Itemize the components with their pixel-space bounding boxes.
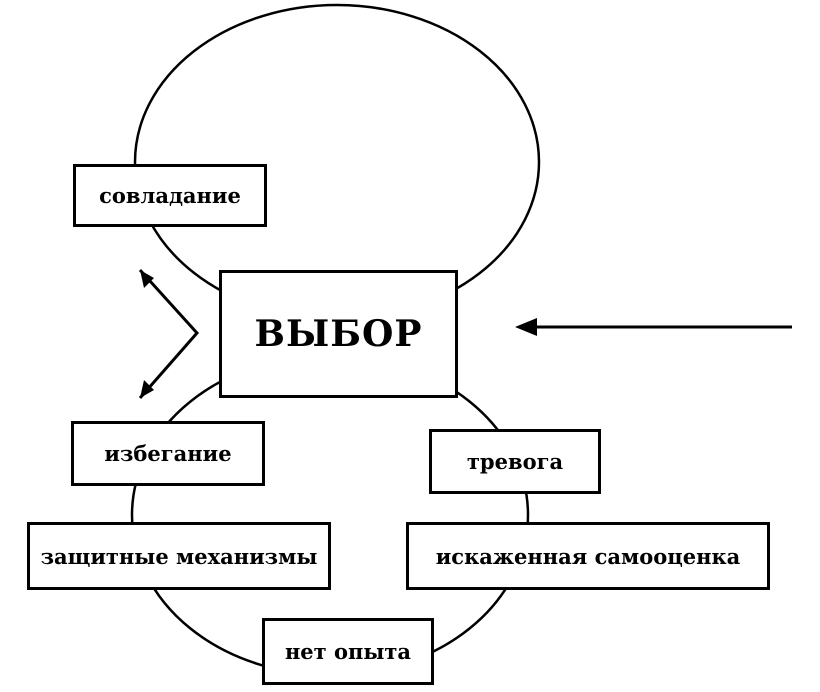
anxiety-box: тревога xyxy=(429,429,601,494)
avoidance-box: избегание xyxy=(71,421,265,486)
arrowhead-up-left xyxy=(140,270,154,288)
defense-mechanisms-box: защитные механизмы xyxy=(27,522,331,590)
branch-arrows xyxy=(138,268,200,399)
coping-box: совладание xyxy=(73,164,267,227)
arrowhead-down-left xyxy=(140,380,154,398)
incoming-arrowhead xyxy=(515,318,537,336)
distorted-self-esteem-box: искаженная самооценка xyxy=(406,522,770,590)
choice-box: ВЫБОР xyxy=(219,270,458,398)
no-experience-box: нет опыта xyxy=(262,618,434,685)
